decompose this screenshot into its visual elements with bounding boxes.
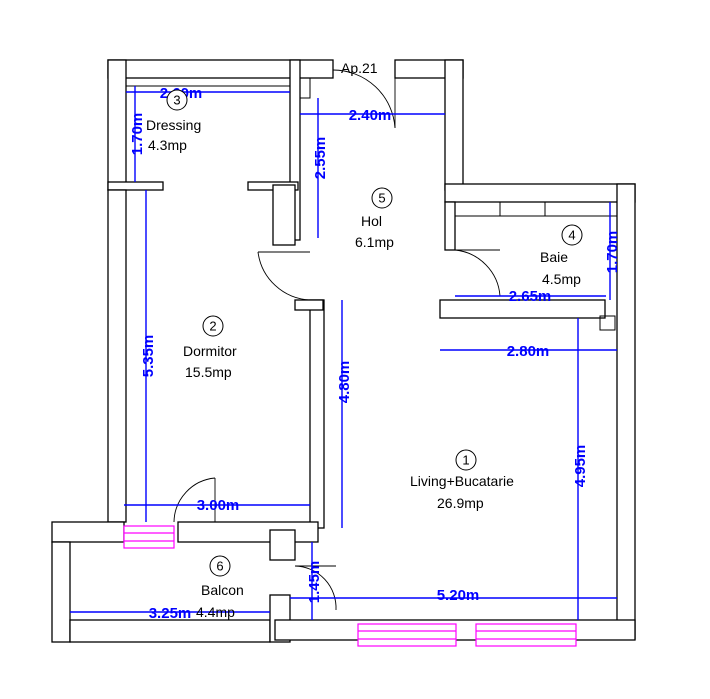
room-name: Balcon xyxy=(201,582,244,598)
doors xyxy=(173,69,501,611)
room-number-circle xyxy=(202,315,224,337)
windows xyxy=(123,525,577,647)
room-area: 6.1mp xyxy=(355,234,394,250)
apartment-label: Ap.21 xyxy=(341,60,378,76)
dim-balcon-door: 1.45m xyxy=(306,561,323,604)
room-name: Baie xyxy=(540,249,568,265)
room-number: 1 xyxy=(462,453,469,468)
room-name: Dressing xyxy=(146,117,201,133)
dim-baie-depth: 1.70m xyxy=(604,231,621,274)
room-number: 2 xyxy=(209,319,216,334)
room-area: 4.3mp xyxy=(148,137,187,153)
dimension-labels: 2.60m 1.70m 2.40m 2.55m 1.70m 2.65m 2.80… xyxy=(129,85,621,622)
dim-balcon-width: 3.25m xyxy=(149,605,192,622)
room-number: 6 xyxy=(216,559,223,574)
dim-dormitor-depth: 5.35m xyxy=(140,335,157,378)
room-area: 4.5mp xyxy=(542,271,581,287)
room-area: 26.9mp xyxy=(437,495,484,511)
room-number: 3 xyxy=(173,93,180,108)
dim-baie-width: 2.65m xyxy=(509,288,552,305)
room-name: Hol xyxy=(361,213,382,229)
dim-hol-wall-length: 4.80m xyxy=(336,361,353,404)
room-area: 4.4mp xyxy=(196,604,235,620)
room-labels: 1 Living+Bucatarie 26.9mp 2 Dormitor 15.… xyxy=(146,89,583,620)
dim-dormitor-width: 3.00m xyxy=(197,497,240,514)
dim-living-depth: 4.95m xyxy=(572,445,589,488)
room-number: 4 xyxy=(568,228,575,243)
room-number-circle xyxy=(371,187,393,209)
room-name: Dormitor xyxy=(183,343,237,359)
dim-hol-width: 2.40m xyxy=(349,107,392,124)
room-area: 15.5mp xyxy=(185,364,232,380)
dim-living-width: 5.20m xyxy=(437,587,480,604)
room-number-circle xyxy=(166,89,188,111)
dim-living-upper-width: 2.80m xyxy=(507,343,550,360)
dimension-lines xyxy=(70,86,617,620)
room-number-circle xyxy=(455,449,477,471)
room-name: Living+Bucatarie xyxy=(410,473,514,489)
dim-dressing-depth: 1.70m xyxy=(129,113,146,156)
walls xyxy=(51,59,636,643)
room-number-circle xyxy=(209,555,231,577)
dim-hol-depth: 2.55m xyxy=(312,137,329,180)
room-number-circle xyxy=(561,224,583,246)
room-number: 5 xyxy=(378,191,385,206)
